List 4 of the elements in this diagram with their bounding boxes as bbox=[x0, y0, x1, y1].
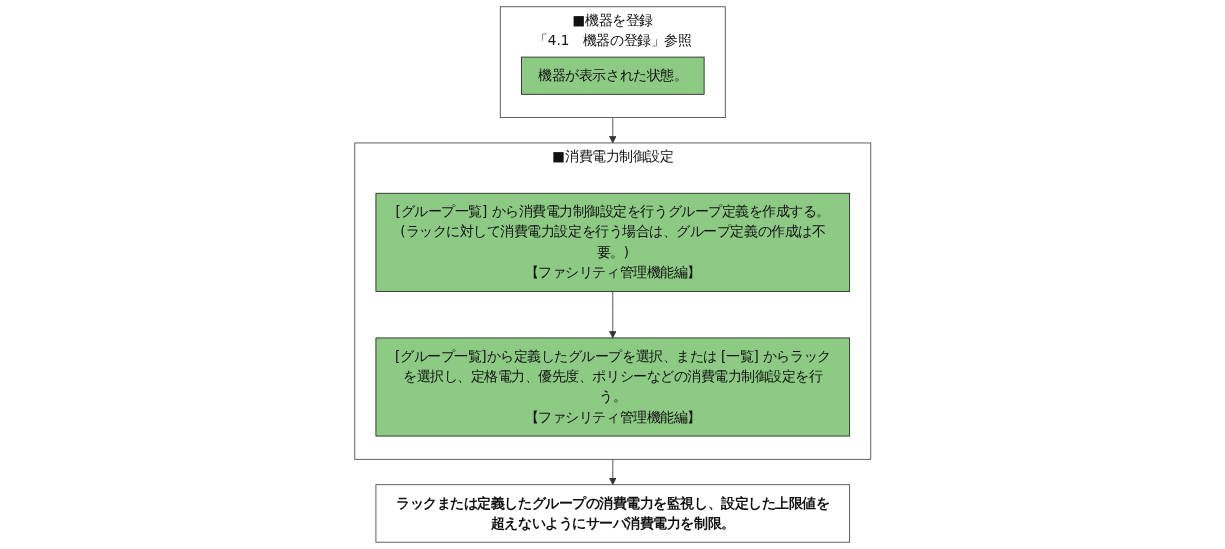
node-box: ラックまたは定義したグループの消費電力を監視し、設定した上限値を超えないようにサーバ消費電力を制限。 bbox=[375, 484, 850, 543]
node-box: [グループ一覧]から定義したグループを選択、または [一覧] からラックを選択し、定格電力、優先度、ポリシーなどの消費電力制御設定を行う。 【ファシリティ管理機能編】 bbox=[375, 337, 850, 437]
node-box: 機器が表示された状態。 bbox=[520, 56, 705, 95]
node-box: [グループ一覧] から消費電力制御設定を行うグループ定義を作成する。(ラックに対して消費電力設定を行う場合は、グループ定義の作成は不要。) 【ファシリティ管理機能編】 bbox=[375, 192, 850, 292]
